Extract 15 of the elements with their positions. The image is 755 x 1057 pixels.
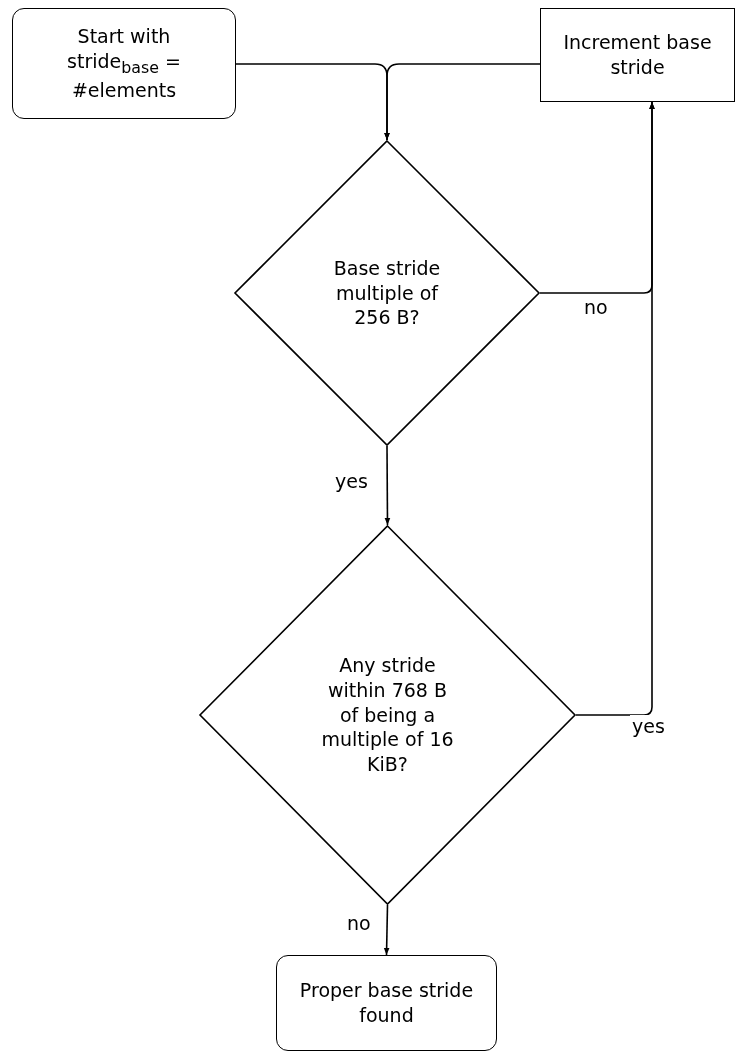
edge-label: yes (630, 715, 667, 737)
terminal-box (12, 8, 236, 119)
arrow (383, 904, 390, 956)
terminal-box (276, 955, 497, 1051)
process-box (540, 8, 735, 102)
node-text: Proper base stride found (298, 978, 475, 1028)
arrow (384, 445, 391, 526)
node-text: Any stride within 768 B of being a multiple of 16 KiB? (320, 653, 455, 777)
decision-diamond (199, 525, 576, 905)
node-text: Start with stride$_{base}$ = #elements (66, 24, 182, 103)
node-text: Base stride multiple of 256 B? (332, 255, 442, 331)
node-text: Increment base stride (562, 30, 713, 80)
decision-diamond (234, 140, 540, 446)
arrow (384, 63, 541, 141)
arrow (575, 101, 655, 716)
